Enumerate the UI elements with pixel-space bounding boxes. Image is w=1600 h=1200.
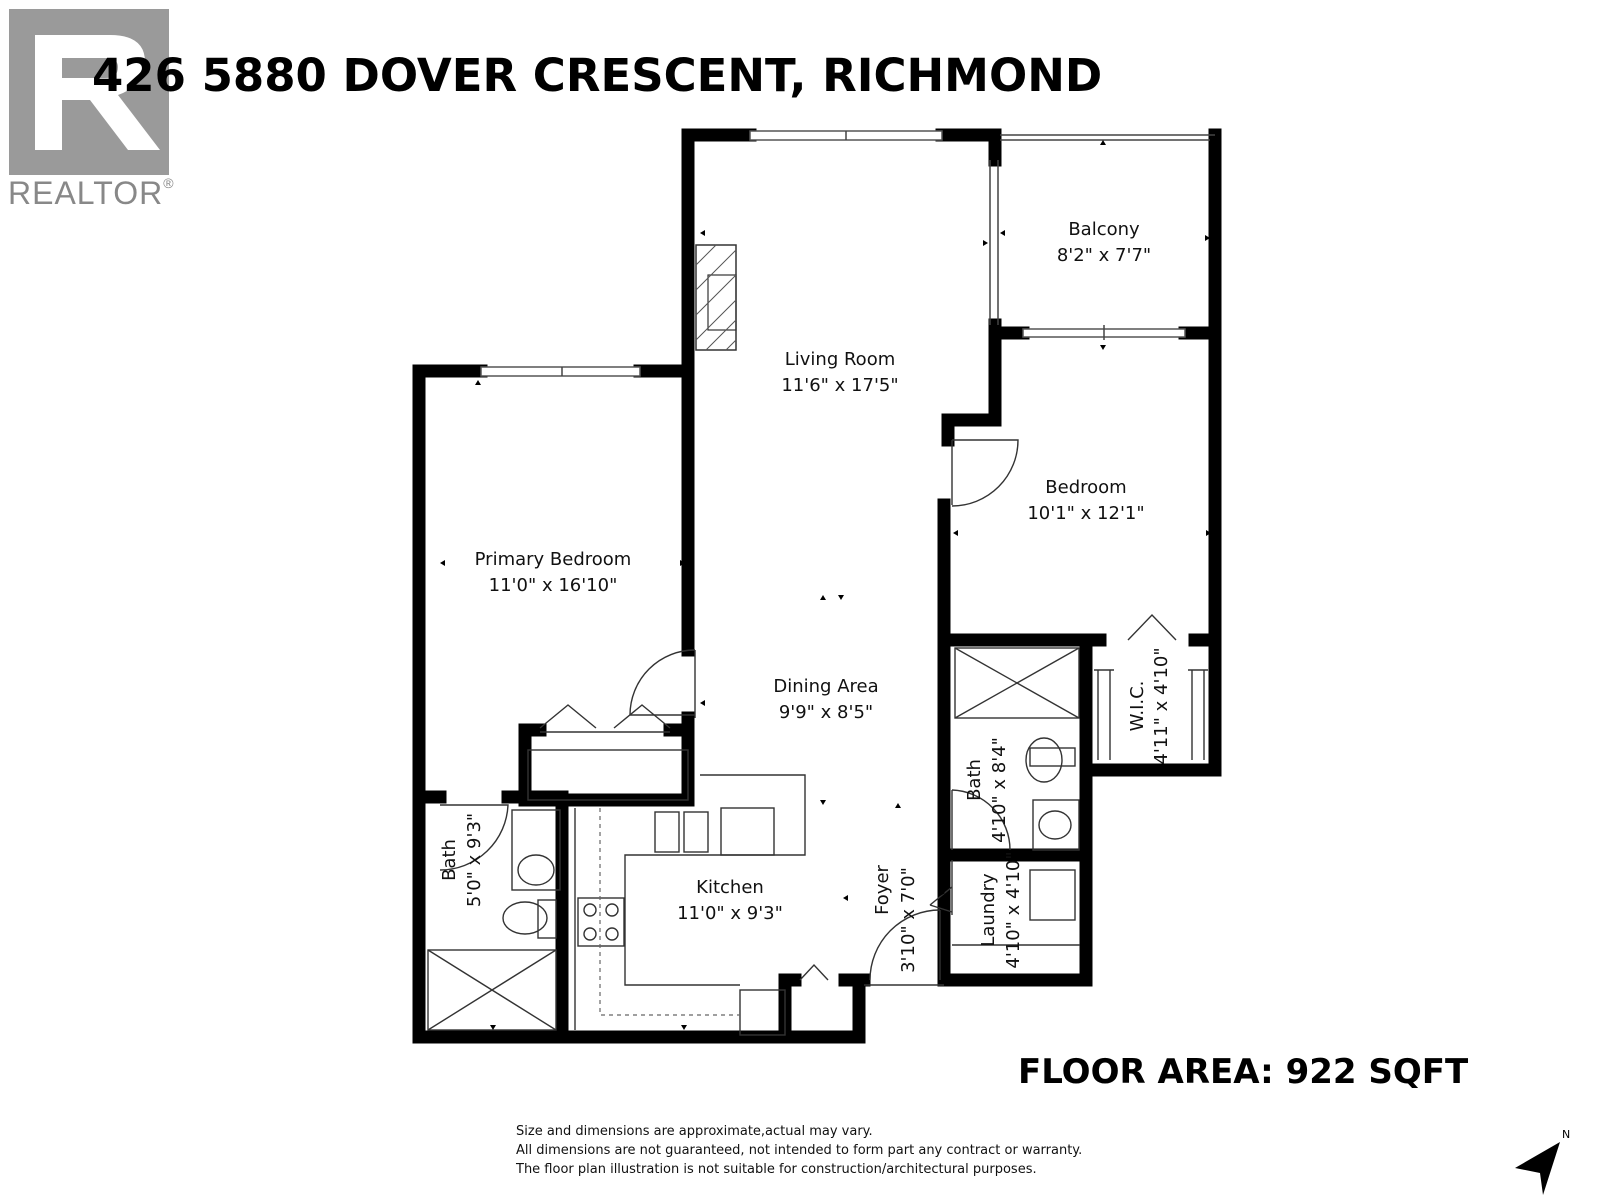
fireplace-icon bbox=[695, 244, 737, 351]
washer-dryer-icon bbox=[952, 869, 1080, 946]
room-dimensions: 4'10" x 8'4" bbox=[989, 737, 1010, 843]
room-label-balcony: Balcony 8'2" x 7'7" bbox=[1057, 219, 1151, 266]
room-name: Dining Area bbox=[773, 676, 878, 697]
room-dimensions: 9'9" x 8'5" bbox=[779, 702, 873, 723]
room-label-primary-bedroom: Primary Bedroom 11'0" x 16'10" bbox=[475, 549, 632, 596]
dimension-markers bbox=[440, 140, 1211, 1030]
room-name: Bath bbox=[439, 839, 460, 881]
room-dimensions: 8'2" x 7'7" bbox=[1057, 245, 1151, 266]
room-name: Bedroom bbox=[1045, 477, 1126, 498]
room-dimensions: 11'0" x 9'3" bbox=[677, 903, 783, 924]
room-name: Living Room bbox=[785, 349, 896, 370]
room-dimensions: 3'10" x 7'0" bbox=[898, 867, 919, 973]
registered-mark: ® bbox=[163, 175, 174, 191]
disclaimer-line: Size and dimensions are approximate,actu… bbox=[516, 1124, 873, 1139]
disclaimer-line: All dimensions are not guaranteed, not i… bbox=[516, 1143, 1082, 1158]
page-title: 426 5880 DOVER CRESCENT, RICHMOND bbox=[92, 49, 1102, 102]
realtor-r-icon bbox=[9, 9, 169, 175]
room-label-bedroom: Bedroom 10'1" x 12'1" bbox=[1027, 477, 1144, 524]
room-name: Balcony bbox=[1068, 219, 1140, 240]
disclaimer-line: The floor plan illustration is not suita… bbox=[515, 1162, 1037, 1177]
windows bbox=[480, 130, 1215, 377]
room-label-bath-west: Bath 5'0" x 9'3" bbox=[439, 813, 485, 907]
room-label-bath-east: Bath 4'10" x 8'4" bbox=[964, 737, 1010, 843]
room-dimensions: 5'0" x 9'3" bbox=[464, 813, 485, 907]
realtor-logo: REALTOR® bbox=[8, 9, 175, 211]
closet-shelving bbox=[527, 669, 1208, 801]
room-dimensions: 4'11" x 4'10" bbox=[1151, 647, 1172, 764]
room-label-wic: W.I.C. 4'11" x 4'10" bbox=[1127, 647, 1172, 764]
room-dimensions: 11'6" x 17'5" bbox=[781, 375, 898, 396]
room-dimensions: 4'10" x 4'10" bbox=[1003, 851, 1024, 968]
room-label-laundry: Laundry 4'10" x 4'10" bbox=[978, 851, 1024, 968]
room-label-living-room: Living Room 11'6" x 17'5" bbox=[781, 349, 898, 396]
room-name: Kitchen bbox=[696, 877, 764, 898]
walls bbox=[412, 128, 1222, 1044]
room-name: Primary Bedroom bbox=[475, 549, 632, 570]
room-label-foyer: Foyer 3'10" x 7'0" bbox=[872, 864, 919, 972]
doors bbox=[439, 439, 1177, 986]
realtor-text: REALTOR bbox=[8, 175, 163, 211]
north-arrow-icon: N bbox=[1515, 1128, 1570, 1195]
stove-icon bbox=[577, 897, 625, 947]
room-name: W.I.C. bbox=[1127, 681, 1148, 732]
shower-icon bbox=[427, 647, 1080, 1031]
bath-fixtures bbox=[502, 737, 1080, 939]
compass-label: N bbox=[1562, 1128, 1570, 1141]
room-dimensions: 11'0" x 16'10" bbox=[489, 575, 618, 596]
room-name: Laundry bbox=[978, 873, 999, 947]
room-dimensions: 10'1" x 12'1" bbox=[1027, 503, 1144, 524]
disclaimer: Size and dimensions are approximate,actu… bbox=[515, 1124, 1082, 1177]
room-label-kitchen: Kitchen 11'0" x 9'3" bbox=[677, 877, 783, 924]
kitchen-fixtures bbox=[574, 774, 806, 1036]
floor-area: FLOOR AREA: 922 SQFT bbox=[1018, 1052, 1469, 1092]
room-label-dining-area: Dining Area 9'9" x 8'5" bbox=[773, 676, 878, 723]
room-name: Bath bbox=[964, 759, 985, 801]
room-name: Foyer bbox=[872, 864, 893, 914]
svg-text:REALTOR®: REALTOR® bbox=[8, 175, 175, 211]
